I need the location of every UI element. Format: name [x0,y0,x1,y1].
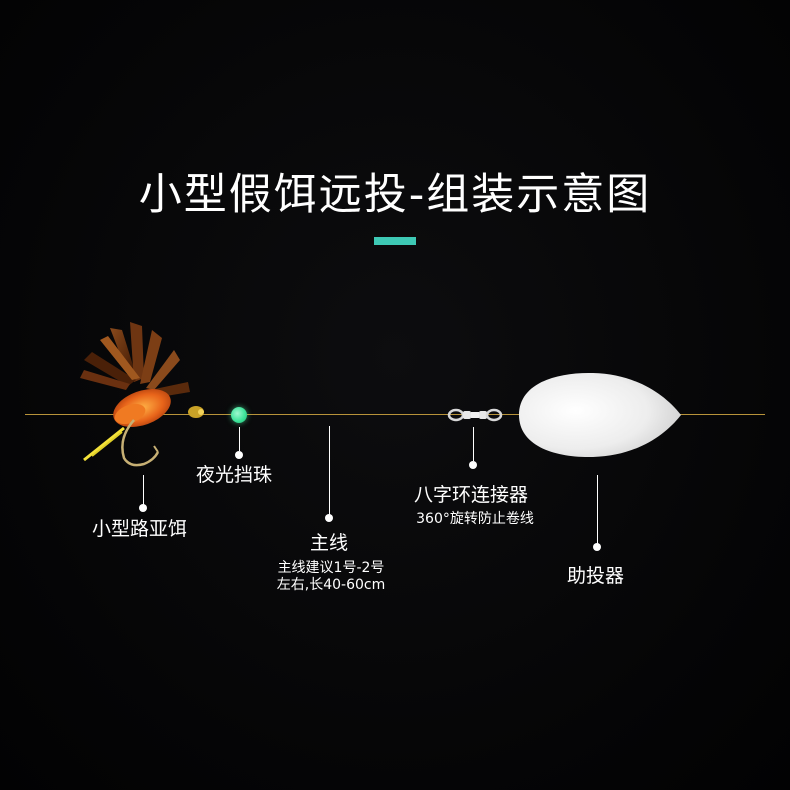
swivel-pointer-line [473,427,474,461]
lure-pointer-line [143,475,144,508]
fly-lure-icon [80,322,204,467]
swivel-icon [447,408,503,422]
title-accent-bar [374,237,416,245]
bead-label: 夜光挡珠 [196,464,273,486]
mainline-pointer-line [329,426,330,516]
lure-pointer-dot [139,504,147,512]
caster-pointer-line [597,475,598,545]
caster-label: 助投器 [567,565,625,587]
bead-pointer-dot [235,451,243,459]
bead-pointer-line [239,427,240,451]
main-fishing-line [25,414,765,415]
caster-pointer-dot [593,543,601,551]
page-title: 小型假饵远投-组装示意图 [138,170,652,220]
mainline-label: 主线 [310,532,349,554]
lure-label: 小型路亚饵 [92,518,188,540]
mainline-note-2: 左右,长40-60cm [276,577,386,593]
casting-float-icon [519,372,681,458]
mainline-note-1: 主线建议1号-2号 [277,560,385,576]
swivel-label: 八字环连接器 [414,484,529,506]
swivel-pointer-dot [469,461,477,469]
glow-bead-icon [231,407,247,423]
mainline-pointer-dot [325,514,333,522]
swivel-note: 360°旋转防止卷线 [416,511,534,527]
